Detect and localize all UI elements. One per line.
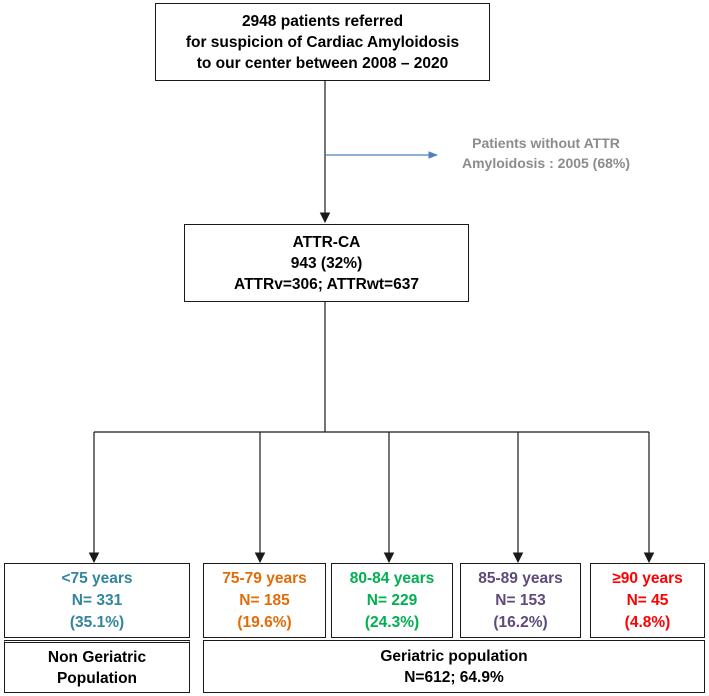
age-percent: (19.6%) — [237, 613, 292, 631]
excluded-note: Patients without ATTR Amyloidosis : 2005… — [446, 133, 646, 173]
attr-ca-title: ATTR-CA — [292, 233, 361, 251]
age-label: 80-84 years — [349, 569, 435, 587]
age-percent: (24.3%) — [364, 613, 420, 631]
age-box-lt75: <75 years N= 331 (35.1%) — [4, 563, 190, 638]
attr-ca-box: ATTR-CA 943 (32%) ATTRv=306; ATTRwt=637 — [184, 224, 469, 302]
age-label: <75 years — [61, 569, 133, 587]
geriatric-line-2: N=612; 64.9% — [404, 668, 504, 686]
attr-ca-breakdown: ATTRv=306; ATTRwt=637 — [234, 275, 419, 293]
age-percent: (35.1%) — [69, 613, 125, 631]
geriatric-line-1: Geriatric population — [380, 647, 528, 665]
age-box-80-84: 80-84 years N= 229 (24.3%) — [331, 563, 453, 638]
age-count: N= 229 — [366, 591, 418, 609]
non-geriatric-line-2: Population — [56, 669, 138, 687]
age-label: 85-89 years — [478, 569, 563, 587]
referral-line-1: 2948 patients referred — [241, 12, 404, 30]
age-label: 75-79 years — [222, 569, 307, 587]
age-box-85-89: 85-89 years N= 153 (16.2%) — [460, 563, 581, 638]
non-geriatric-line-1: Non Geriatric — [47, 648, 147, 666]
age-count: N= 45 — [626, 591, 669, 609]
referral-box: 2948 patients referred for suspicion of … — [155, 3, 490, 81]
geriatric-box: Geriatric population N=612; 64.9% — [203, 640, 705, 693]
age-count: N= 153 — [495, 591, 546, 609]
attr-ca-count: 943 (32%) — [290, 254, 363, 272]
age-box-75-79: 75-79 years N= 185 (19.6%) — [203, 563, 326, 638]
excluded-line-2: Amyloidosis : 2005 (68%) — [461, 155, 631, 171]
referral-line-3: to our center between 2008 – 2020 — [196, 54, 449, 72]
age-percent: (16.2%) — [493, 613, 548, 631]
excluded-line-1: Patients without ATTR — [472, 135, 620, 151]
non-geriatric-box: Non Geriatric Population — [4, 640, 190, 693]
referral-line-2: for suspicion of Cardiac Amyloidosis — [185, 33, 460, 51]
age-count: N= 185 — [239, 591, 290, 609]
age-percent: (4.8%) — [624, 613, 671, 631]
age-label: ≥90 years — [612, 569, 683, 587]
age-count: N= 331 — [71, 591, 123, 609]
age-box-ge90: ≥90 years N= 45 (4.8%) — [590, 563, 705, 638]
